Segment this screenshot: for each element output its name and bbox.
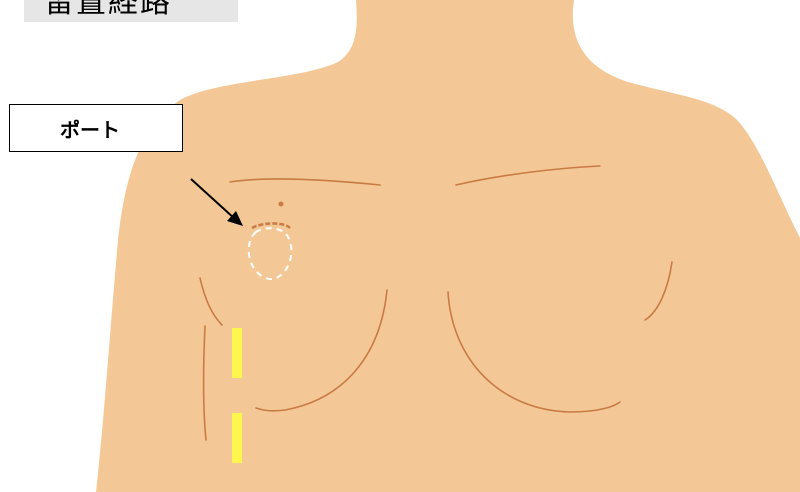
- incision-dot: [279, 202, 284, 207]
- port-callout-label: ポート: [60, 114, 132, 143]
- torso-silhouette: [96, 0, 800, 492]
- port-callout-box: ポート: [9, 104, 183, 152]
- title-banner: 留置経路: [24, 0, 238, 22]
- page-title: 留置経路: [44, 0, 172, 18]
